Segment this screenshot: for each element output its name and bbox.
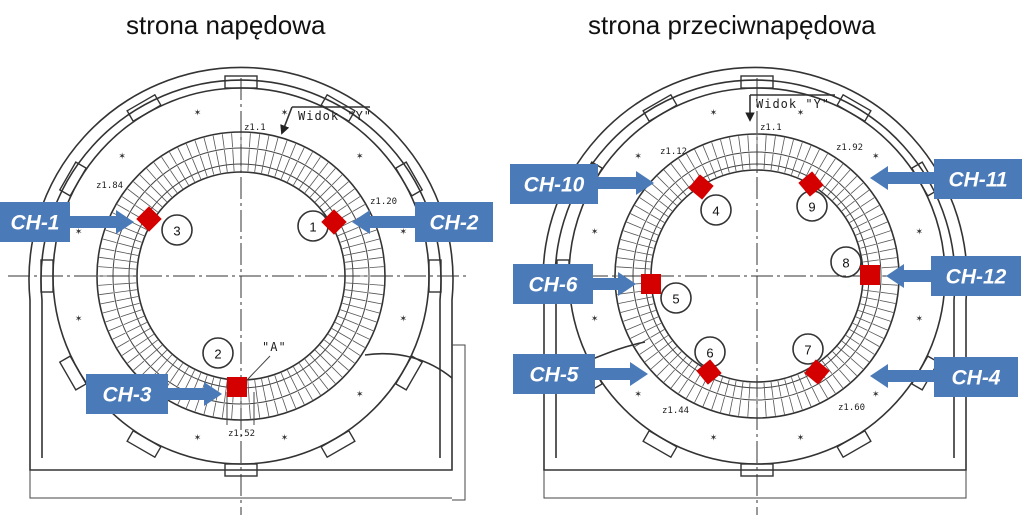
svg-text:✶: ✶ [634, 390, 642, 400]
right-view-marker: Widok "Y" z1.1 z1.12 z1.92 z1.44 z1.60 [660, 94, 865, 416]
title-non-drive-side: strona przeciwnapędowa [588, 10, 876, 40]
left-z-bottom: z1.52 [228, 429, 255, 439]
channel-label-ch-10: CH-10 [510, 164, 654, 204]
channel-label-ch-12: CH-12 [886, 256, 1021, 296]
svg-text:✶: ✶ [356, 390, 364, 400]
sensor-3: 3 [136, 206, 193, 246]
sensor-2: 2 [202, 337, 247, 397]
svg-text:7: 7 [804, 343, 811, 358]
svg-text:1: 1 [309, 220, 316, 235]
right-z-bottom-left: z1.44 [662, 406, 689, 416]
svg-text:CH-3: CH-3 [102, 384, 151, 407]
svg-text:CH-11: CH-11 [948, 169, 1007, 192]
sensor-1: 1 [297, 209, 347, 242]
channel-label-ch-6: CH-6 [513, 264, 636, 304]
sensor-6: 6 [694, 336, 726, 385]
svg-text:3: 3 [173, 224, 180, 239]
svg-text:✶: ✶ [356, 152, 364, 162]
svg-text:✶: ✶ [281, 109, 289, 119]
svg-text:CH-10: CH-10 [524, 174, 585, 197]
channel-label-ch-5: CH-5 [513, 354, 648, 394]
channel-label-ch-1: CH-1 [0, 202, 134, 242]
svg-text:CH-2: CH-2 [429, 212, 478, 235]
svg-text:✶: ✶ [591, 315, 599, 325]
svg-text:✶: ✶ [634, 152, 642, 162]
svg-text:6: 6 [706, 346, 713, 361]
svg-text:✶: ✶ [118, 152, 126, 162]
sensor-7: 7 [792, 333, 830, 385]
left-z-right: z1.20 [370, 197, 397, 207]
sensor-8: 8 [830, 246, 880, 285]
channel-label-ch-3: CH-3 [86, 374, 222, 414]
left-cable [364, 352, 453, 379]
svg-text:2: 2 [214, 347, 221, 362]
left-bottom-lead [226, 392, 255, 425]
right-z-top: z1.1 [760, 123, 782, 133]
left-view-marker: Widok "Y" z1.1 z1.84 z1.20 z1.52 "A" [96, 106, 397, 439]
svg-text:✶: ✶ [916, 228, 924, 238]
svg-text:✶: ✶ [194, 433, 202, 443]
left-view: ✶✶✶✶✶✶✶✶✶✶✶✶ Widok "Y" z1.1 z1.84 z1.20 … [0, 66, 493, 515]
svg-text:✶: ✶ [872, 152, 880, 162]
svg-text:✶: ✶ [872, 390, 880, 400]
sensor-5: 5 [641, 274, 692, 314]
svg-text:✶: ✶ [400, 315, 408, 325]
channel-label-ch-2: CH-2 [352, 202, 493, 242]
svg-text:✶: ✶ [194, 109, 202, 119]
svg-text:✶: ✶ [710, 433, 718, 443]
svg-text:✶: ✶ [797, 433, 805, 443]
svg-text:5: 5 [672, 292, 679, 307]
right-view: ✶ ✶ ✶ ✶ ✶ ✶ ✶ ✶ ✶ ✶ ✶ ✶ Widok "Y" z1.1 z1.12 z1.92 … [510, 66, 1022, 515]
channel-label-ch-11: CH-11 [870, 159, 1022, 199]
svg-text:✶: ✶ [400, 228, 408, 238]
left-z-top: z1.1 [244, 123, 266, 133]
sensor-4: 4 [688, 174, 732, 226]
svg-text:✶: ✶ [710, 109, 718, 119]
svg-text:CH-6: CH-6 [528, 274, 577, 297]
svg-text:4: 4 [712, 204, 719, 219]
svg-text:CH-4: CH-4 [951, 367, 1000, 390]
svg-text:✶: ✶ [916, 315, 924, 325]
svg-text:8: 8 [842, 256, 849, 271]
svg-text:✶: ✶ [591, 228, 599, 238]
svg-text:9: 9 [808, 200, 815, 215]
svg-text:CH-5: CH-5 [529, 364, 578, 387]
svg-text:✶: ✶ [281, 433, 289, 443]
left-widok-label: Widok "Y" [298, 109, 372, 123]
svg-text:CH-1: CH-1 [10, 212, 59, 235]
right-z-left: z1.12 [660, 147, 687, 157]
right-widok-label: Widok "Y" [756, 97, 830, 111]
left-z-left: z1.84 [96, 181, 123, 191]
svg-text:✶: ✶ [75, 315, 83, 325]
channel-label-ch-4: CH-4 [870, 357, 1018, 397]
svg-text:✶: ✶ [75, 228, 83, 238]
left-centerlines [8, 78, 470, 515]
right-centerlines [520, 78, 1010, 515]
svg-text:✶: ✶ [797, 109, 805, 119]
left-detail-a: "A" [262, 340, 287, 354]
right-bolt-markers: ✶ ✶ ✶ ✶ ✶ ✶ ✶ ✶ ✶ ✶ ✶ ✶ [591, 109, 923, 444]
svg-text:CH-12: CH-12 [946, 266, 1007, 289]
right-z-bottom-right: z1.60 [838, 403, 865, 413]
title-drive-side: strona napędowa [126, 10, 326, 40]
sensor-9: 9 [796, 171, 828, 222]
right-z-right: z1.92 [836, 143, 863, 153]
